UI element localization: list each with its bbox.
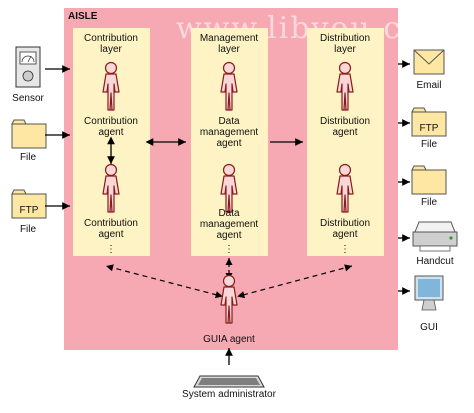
file-output-label: File <box>421 197 438 208</box>
file-folder-icon <box>11 119 47 149</box>
distribution-more-dots: ⋮ <box>340 244 350 255</box>
ftp-file-input-label: File <box>20 224 37 235</box>
sensor-icon <box>15 46 41 88</box>
guia-agent-label: GUIA agent <box>203 334 255 345</box>
keyboard-icon <box>193 375 265 388</box>
aisle-title: AISLE <box>68 11 98 22</box>
email-envelope-icon <box>413 49 445 75</box>
management-more-dots: ⋮ <box>224 244 234 255</box>
gui-label: GUI <box>420 322 438 333</box>
ftp-output-file-label: File <box>421 139 438 150</box>
guia-contribution-dashed-arrow <box>105 264 223 299</box>
sensor-label: Sensor <box>12 93 44 104</box>
handcut-label: Handcut <box>416 256 453 267</box>
guia-distribution-dashed-arrow <box>237 264 353 299</box>
monitor-icon <box>414 275 444 311</box>
email-label: Email <box>416 80 441 91</box>
ftp-input-badge: FTP <box>20 205 39 216</box>
printer-icon <box>412 221 458 252</box>
contribution-more-dots: ⋮ <box>106 244 116 255</box>
ftp-output-badge: FTP <box>420 123 439 134</box>
file-output-folder-icon <box>411 165 447 195</box>
system-administrator-label: System administrator <box>182 389 277 400</box>
file-input-label: File <box>20 152 37 163</box>
